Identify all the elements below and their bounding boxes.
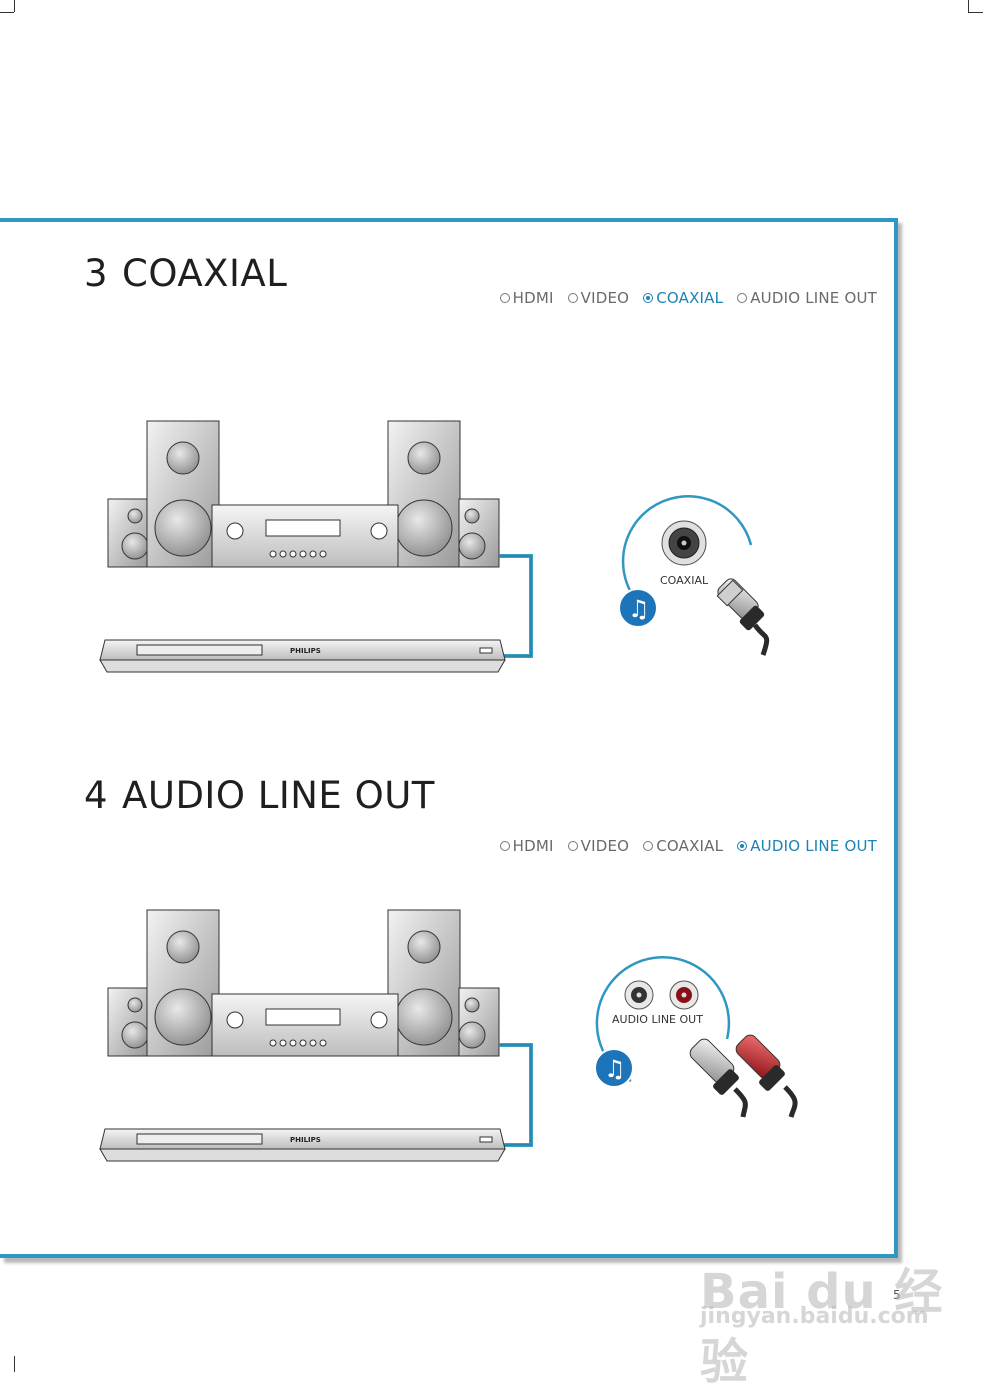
- radio-icon: [567, 841, 578, 851]
- connection-options: HDMI VIDEO COAXIAL AUDIO LINE OUT: [499, 837, 877, 855]
- radio-icon: [737, 293, 748, 303]
- crop-mark: [14, 1356, 15, 1372]
- connector-label: COAXIAL: [660, 574, 709, 587]
- radio-icon: [499, 841, 510, 851]
- speaker-right-tall: [387, 909, 461, 1057]
- rca-jack-icon: [624, 980, 699, 1010]
- section-number: 4: [84, 774, 109, 817]
- option-label: AUDIO LINE OUT: [750, 837, 877, 855]
- radio-icon: [643, 841, 654, 851]
- disc-player: PHILIPS: [99, 1128, 506, 1162]
- crop-mark: [0, 12, 14, 13]
- option-hdmi: HDMI: [499, 837, 554, 855]
- option-hdmi: HDMI: [499, 289, 554, 307]
- option-audio-line-out: AUDIO LINE OUT: [737, 837, 877, 855]
- speaker-right-small: [458, 498, 500, 568]
- radio-selected-icon: [643, 293, 654, 303]
- option-label: HDMI: [512, 289, 554, 307]
- coaxial-plug: [716, 578, 770, 656]
- speaker-left-small: [107, 987, 149, 1057]
- connector-label: AUDIO LINE OUT: [612, 1013, 703, 1026]
- crop-mark: [968, 12, 983, 13]
- player-brand-label: PHILIPS: [290, 647, 321, 655]
- option-label: COAXIAL: [656, 837, 724, 855]
- player-brand-label: PHILIPS: [290, 1136, 321, 1144]
- rca-plug-white: [689, 1038, 748, 1118]
- option-label: VIDEO: [580, 289, 630, 307]
- disc-player: PHILIPS: [99, 639, 506, 673]
- option-label: COAXIAL: [656, 289, 724, 307]
- crop-mark: [968, 0, 969, 12]
- radio-icon: [499, 293, 510, 303]
- music-note-icon: ♫: [618, 588, 658, 628]
- speaker-right-small: [458, 987, 500, 1057]
- audio-line-out-connector-detail: AUDIO LINE OUT ♫: [594, 955, 798, 1118]
- speaker-left-tall: [146, 420, 220, 568]
- audio-line-out-illustration: PHILIPS AUDIO LINE OUT ♫: [99, 909, 798, 1162]
- coaxial-diagram: PHILIPS COAXIAL ♫: [95, 410, 815, 710]
- section-number: 3: [84, 252, 109, 295]
- amplifier: [211, 504, 399, 568]
- option-label: VIDEO: [580, 837, 630, 855]
- svg-text:♫: ♫: [628, 595, 650, 623]
- speaker-left-tall: [146, 909, 220, 1057]
- amplifier: [211, 993, 399, 1057]
- option-label: HDMI: [512, 837, 554, 855]
- rca-plug-red: [735, 1034, 798, 1118]
- svg-text:♫: ♫: [604, 1055, 626, 1083]
- watermark-url: jingyan.baidu.com: [700, 1304, 929, 1329]
- content-frame: [0, 218, 898, 1258]
- speaker-left-small: [107, 498, 149, 568]
- connection-cable: [499, 1043, 533, 1147]
- coaxial-illustration: PHILIPS COAXIAL ♫: [99, 420, 770, 673]
- watermark-logo: Bai du 经验: [700, 1264, 944, 1390]
- coaxial-connector-detail: COAXIAL ♫: [618, 495, 770, 656]
- connection-options: HDMI VIDEO COAXIAL AUDIO LINE OUT: [499, 289, 877, 307]
- section-title-coaxial: 3 COAXIAL: [84, 252, 287, 295]
- connection-cable: [499, 554, 533, 658]
- crop-mark: [14, 0, 15, 12]
- page-number: 5: [893, 1288, 901, 1302]
- section-title-audio-line-out: 4 AUDIO LINE OUT: [84, 774, 435, 817]
- option-video: VIDEO: [567, 289, 630, 307]
- option-audio-line-out: AUDIO LINE OUT: [737, 289, 877, 307]
- option-coaxial: COAXIAL: [643, 837, 723, 855]
- radio-selected-icon: [737, 841, 748, 851]
- audio-line-out-diagram: PHILIPS AUDIO LINE OUT ♫: [95, 899, 815, 1199]
- option-coaxial: COAXIAL: [643, 289, 723, 307]
- option-video: VIDEO: [567, 837, 630, 855]
- section-title-text: AUDIO LINE OUT: [122, 774, 435, 817]
- music-note-icon: ♫: [594, 1048, 634, 1088]
- option-label: AUDIO LINE OUT: [750, 289, 877, 307]
- coaxial-jack-icon: [661, 520, 707, 566]
- section-title-text: COAXIAL: [122, 252, 288, 295]
- speaker-right-tall: [387, 420, 461, 568]
- radio-icon: [567, 293, 578, 303]
